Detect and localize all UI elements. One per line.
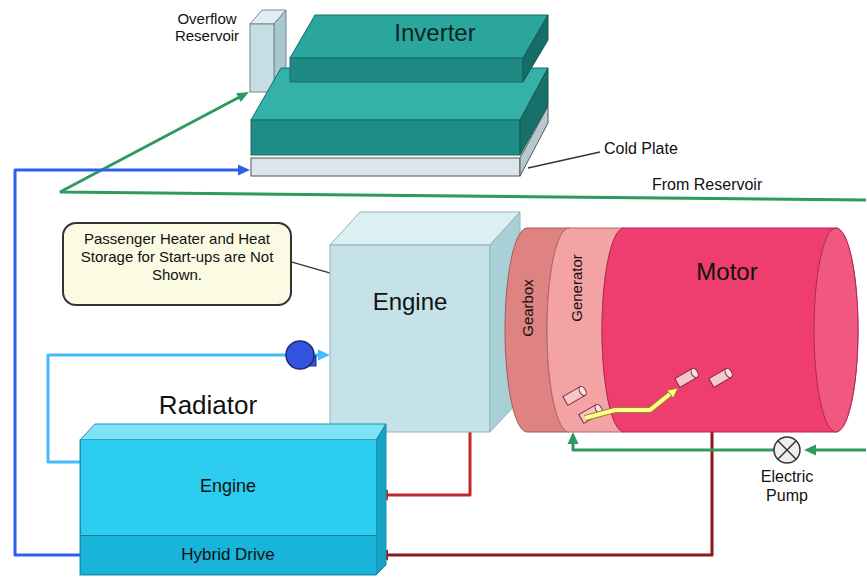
- part-label: From Reservoir: [652, 176, 762, 194]
- engine-block-outline: [330, 212, 520, 432]
- arrowhead: [318, 350, 330, 361]
- pump-symbol: [774, 437, 800, 463]
- inverter-top: [290, 15, 548, 58]
- fitting-end: [724, 367, 734, 379]
- node-label: Engine: [81, 476, 375, 498]
- motor-section: Motor: [602, 228, 858, 432]
- node-label: Radiator: [128, 390, 288, 421]
- radiator-section: Engine: [80, 440, 376, 535]
- radiator-front: [80, 440, 376, 575]
- engine-top: [330, 212, 520, 245]
- pump-outlet-line: [752, 449, 774, 452]
- pump-inlet-line: [814, 449, 866, 452]
- coolant-pipe: [573, 442, 752, 450]
- radiator-section: Hybrid Drive: [80, 535, 376, 575]
- part-label: Cold Plate: [604, 140, 678, 158]
- node-label: Gearbox: [519, 279, 537, 337]
- motor-end-cap: [814, 228, 858, 432]
- inverter-block: Inverter: [250, 5, 550, 182]
- internal-flow: [585, 394, 670, 418]
- engine-block: Engine: [330, 212, 520, 432]
- node-label: Engine: [330, 288, 490, 317]
- pump-cross: [778, 441, 796, 459]
- note-callout: Passenger Heater and Heat Storage for St…: [62, 222, 292, 306]
- node-label: Hybrid Drive: [81, 545, 375, 565]
- arrowhead: [568, 432, 579, 444]
- inverter-base-front: [251, 120, 520, 155]
- fitting-end: [578, 385, 588, 397]
- reservoir-front: [250, 24, 274, 92]
- pump-inlet-arrowhead: [804, 445, 816, 456]
- fitting-end: [690, 367, 700, 379]
- node-label: Motor: [642, 258, 812, 287]
- node-label: Electric Pump: [752, 467, 822, 505]
- coolant-fitting: [709, 367, 734, 387]
- motor-shape: [602, 228, 858, 432]
- radiator-top: [80, 424, 386, 440]
- pump-body: [286, 341, 314, 369]
- coolant-pipe: [386, 432, 470, 495]
- engine-pump: [286, 341, 316, 369]
- leader-line: [528, 152, 600, 168]
- internal-flow-arrowhead: [667, 388, 678, 398]
- arrowhead: [238, 165, 250, 176]
- pump-cross: [778, 441, 796, 459]
- coolant-line: [568, 432, 753, 450]
- node-label: Passenger Heater and Heat Storage for St…: [70, 230, 284, 284]
- node-label: Generator: [568, 254, 586, 322]
- reservoir-arrowhead: [236, 92, 249, 102]
- electric-pump: Electric Pump: [752, 436, 822, 512]
- coolant-fitting: [675, 367, 700, 387]
- radiator-box: RadiatorEngineHybrid Drive: [80, 424, 386, 575]
- coolant-line: [376, 432, 470, 501]
- inverter-base-side: [520, 68, 548, 155]
- internal-flow-outline: [585, 394, 670, 418]
- engine-front: [330, 245, 490, 432]
- coolant-fitting: [563, 385, 588, 405]
- cold-plate-front: [251, 158, 520, 176]
- part-label: Overflow Reservoir: [168, 10, 246, 45]
- inverter-front: [290, 58, 523, 82]
- radiator-side: [376, 424, 386, 575]
- inverter-side: [523, 15, 548, 82]
- node-label: Inverter: [360, 19, 510, 48]
